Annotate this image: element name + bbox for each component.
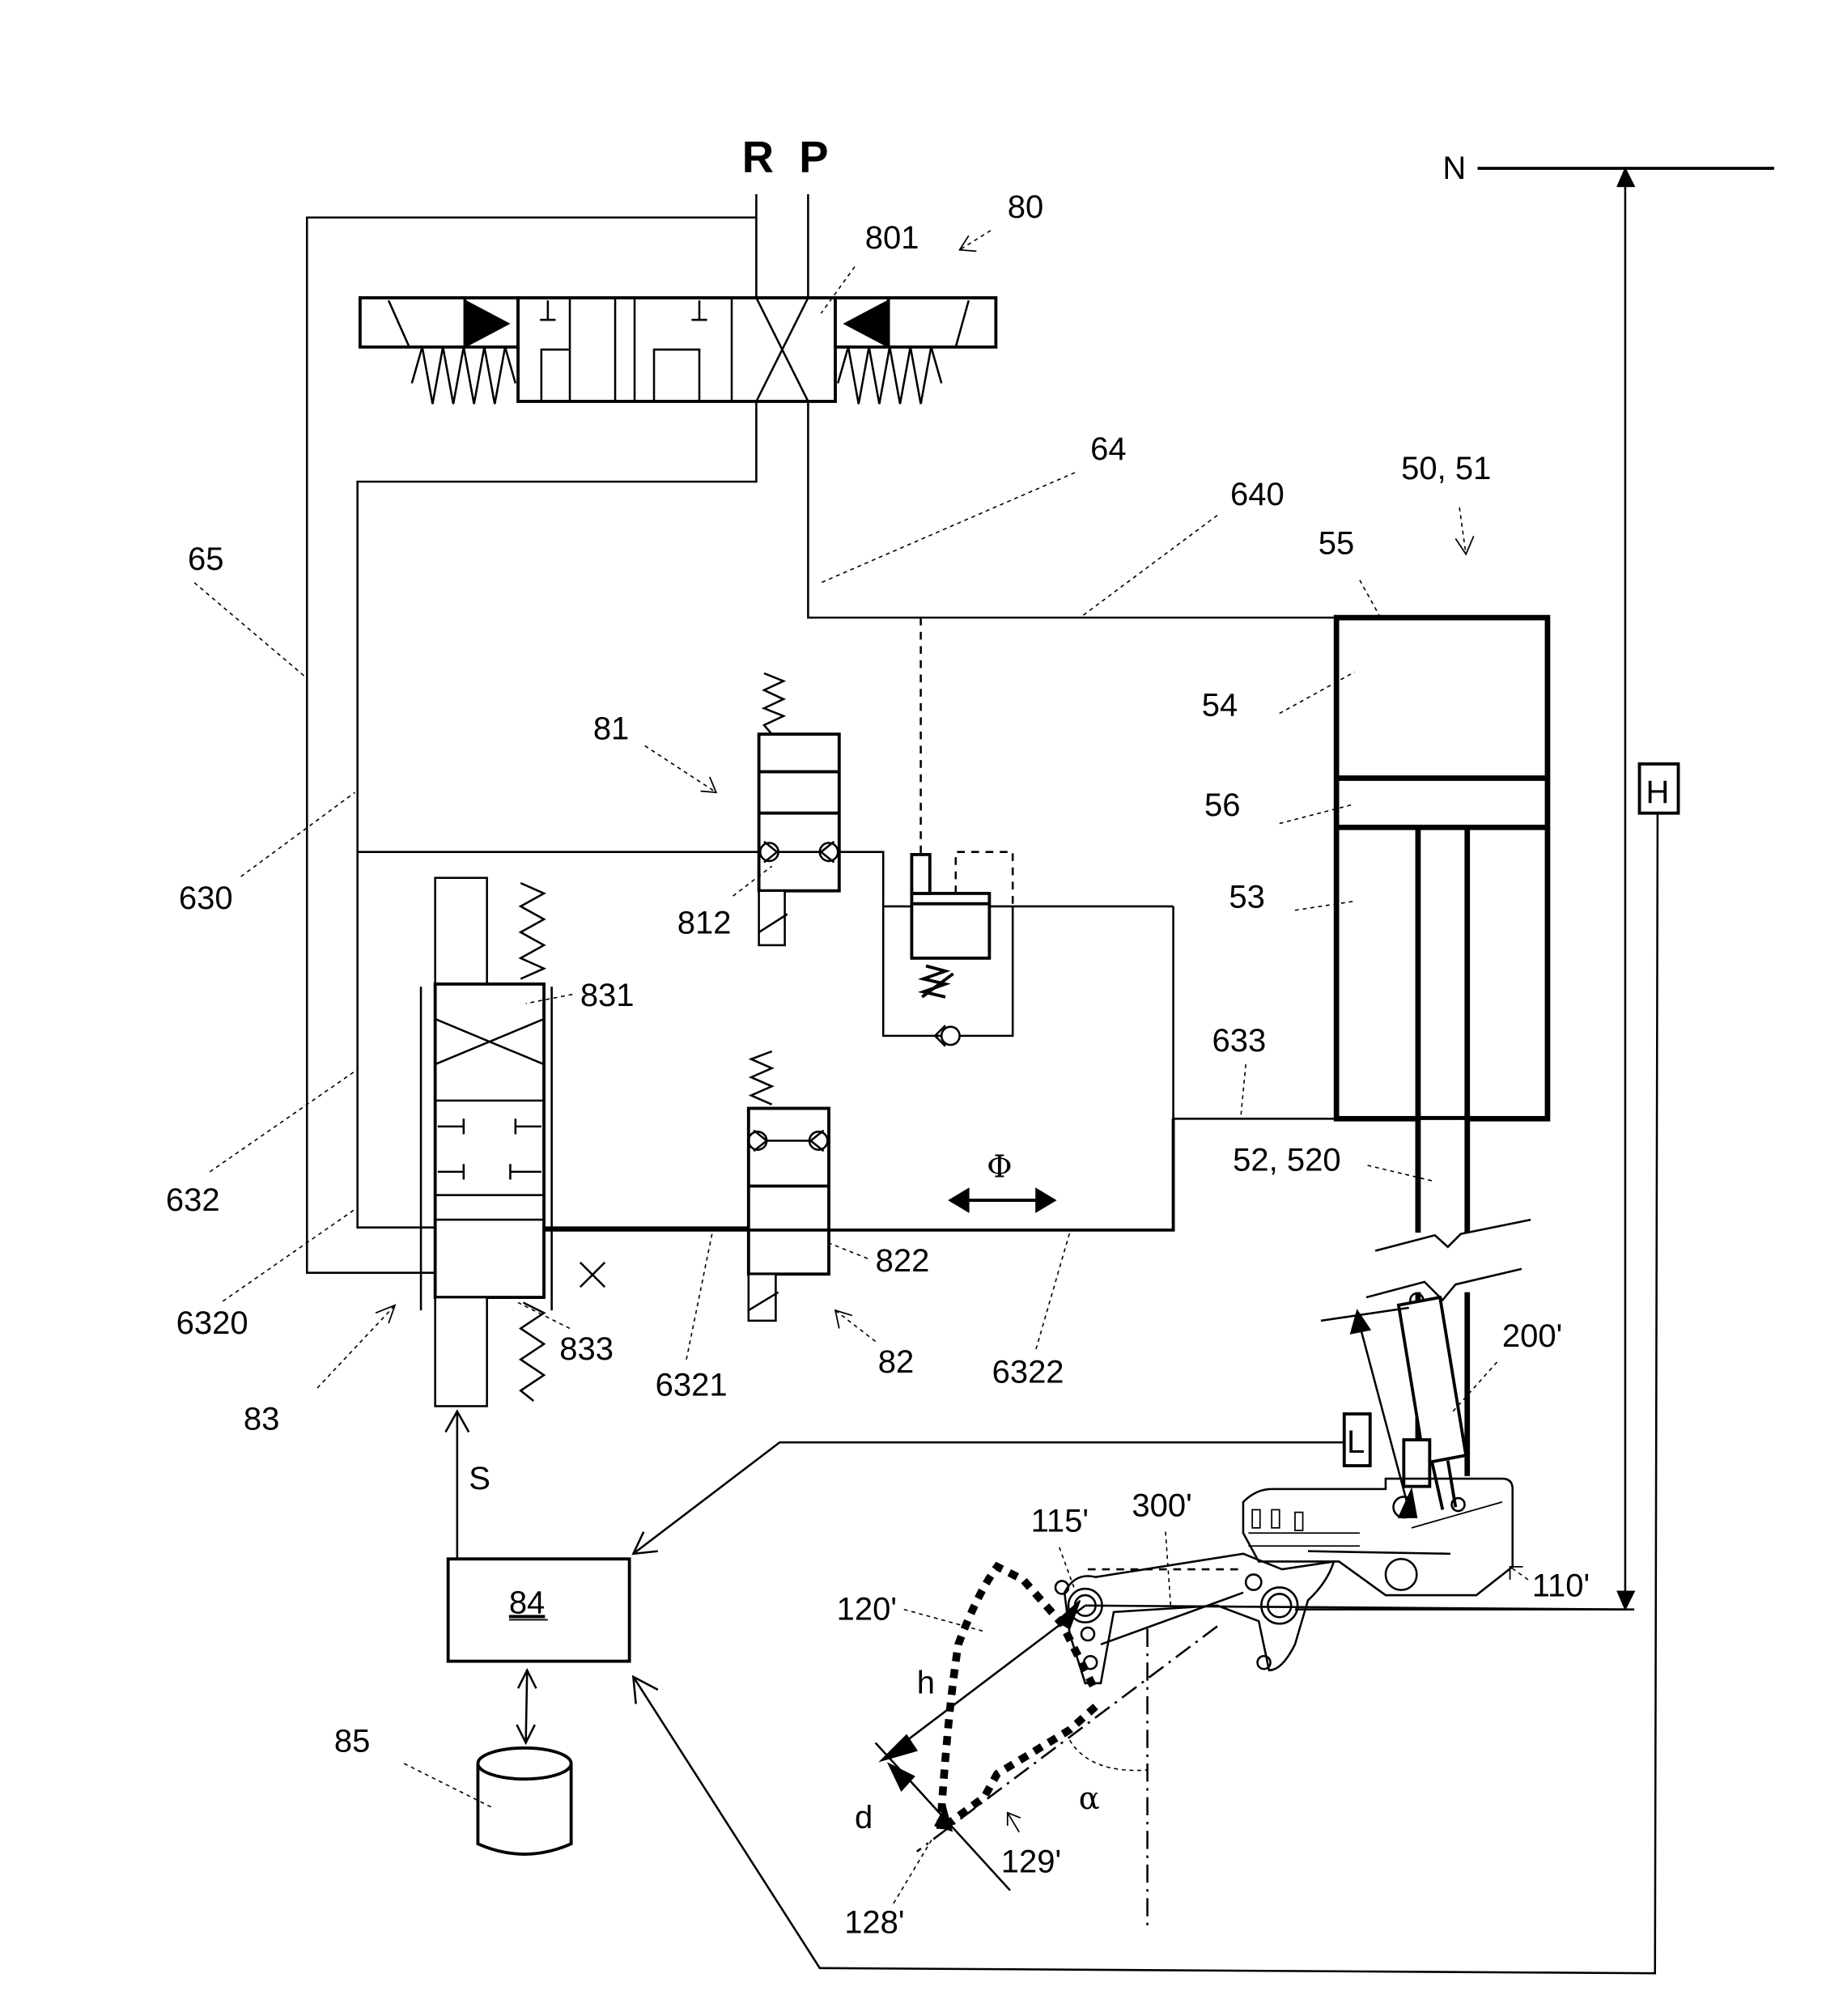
height-signal-line	[632, 813, 1659, 1975]
valve-80	[358, 296, 998, 405]
controller-84-box	[446, 1557, 631, 1663]
arrow-83-icon	[316, 1304, 397, 1389]
data-link-line	[524, 1670, 529, 1743]
storage-85-icon	[476, 1746, 573, 1856]
label-128: 128'	[844, 1905, 904, 1941]
spring-icon	[748, 1050, 775, 1106]
label-812: 812	[677, 906, 732, 941]
arrow-up-icon	[1616, 167, 1636, 188]
arm-path-129	[937, 1704, 1098, 1833]
port-p-label: P	[799, 133, 828, 182]
label-d: d	[855, 1800, 873, 1836]
arm-path-120	[936, 1561, 1097, 1830]
label-64: 64	[1090, 431, 1126, 467]
label-6322: 6322	[992, 1355, 1064, 1390]
line-633	[1172, 906, 1337, 1120]
label-200: 200'	[1502, 1318, 1562, 1354]
double-arrow-icon	[948, 1187, 1057, 1213]
flow-symbol: Φ	[987, 1148, 1012, 1185]
angle-alpha-label: α	[1079, 1780, 1100, 1817]
arrow-82-icon	[834, 1309, 877, 1343]
label-6321: 6321	[656, 1368, 728, 1403]
height-sensor-box	[1637, 762, 1680, 815]
label-54: 54	[1202, 688, 1238, 724]
label-833: 833	[559, 1331, 614, 1367]
label-831: 831	[580, 978, 635, 1013]
arrow-81-icon	[644, 745, 718, 794]
arrow-icon	[516, 1724, 536, 1746]
length-sensor-label: L	[1347, 1424, 1365, 1460]
valve-82	[746, 1050, 830, 1322]
arrow-110-icon	[1509, 1565, 1529, 1581]
label-115: 115'	[1031, 1504, 1089, 1539]
line-6322	[544, 1118, 1175, 1232]
label-300: 300'	[1132, 1488, 1191, 1523]
arrow-icon	[631, 1674, 659, 1704]
label-6320: 6320	[176, 1305, 248, 1341]
label-h: h	[917, 1666, 935, 1701]
blocked-port-icon	[579, 1261, 606, 1288]
arrow-icon	[444, 1409, 470, 1433]
arrow-d-end-icon	[934, 1804, 953, 1832]
arrow-h-start-icon	[1055, 1599, 1081, 1630]
spring-icon	[518, 1301, 546, 1403]
line-65	[305, 216, 757, 1274]
check-valve-icon	[940, 1025, 961, 1046]
label-81: 81	[593, 711, 629, 747]
arrow-50-51-icon	[1454, 507, 1475, 556]
cylinder-50-51	[1333, 614, 1551, 1476]
hitch-110	[1054, 1477, 1625, 1685]
line-630	[356, 401, 758, 1229]
angle-arc	[1068, 1739, 1148, 1772]
label-630: 630	[179, 881, 233, 916]
label-65: 65	[188, 541, 223, 577]
label-55: 55	[1319, 526, 1354, 562]
level-n-label: N	[1442, 151, 1466, 186]
label-801: 801	[865, 220, 919, 256]
length-signal-line	[632, 1441, 1344, 1555]
arrow-80-icon	[958, 230, 992, 253]
arrow-down-icon	[1616, 1590, 1636, 1611]
label-52-520: 52, 520	[1233, 1142, 1340, 1178]
arrow-icon	[516, 1667, 537, 1689]
arrow-d-icon	[886, 1762, 915, 1793]
label-83: 83	[244, 1401, 279, 1437]
port-lines	[755, 193, 809, 298]
signal-s-label: S	[469, 1461, 490, 1496]
label-633: 633	[1212, 1023, 1267, 1059]
label-632: 632	[166, 1182, 220, 1218]
arrow-h-icon	[878, 1734, 919, 1763]
spring-icon	[410, 346, 517, 405]
arrow-icon	[631, 1531, 658, 1556]
relief-valve	[839, 851, 1174, 1047]
line-64	[807, 401, 1337, 619]
spring-icon	[761, 672, 787, 735]
valve-83	[419, 876, 553, 1407]
port-r-label: R	[742, 133, 774, 182]
spring-icon	[518, 881, 547, 980]
reference-axis-oblique	[916, 1625, 1218, 1853]
arrow-129-icon	[1006, 1811, 1021, 1833]
spring-icon	[836, 346, 943, 405]
label-640: 640	[1230, 477, 1285, 512]
length-sensor-box	[1342, 1412, 1372, 1467]
label-129: 129'	[1001, 1844, 1061, 1879]
label-56: 56	[1204, 787, 1240, 823]
label-110: 110'	[1532, 1568, 1590, 1604]
controller-84-label: 84	[509, 1585, 545, 1620]
height-sensor-label: H	[1646, 775, 1670, 810]
vector-h	[893, 1604, 1086, 1752]
label-53: 53	[1229, 880, 1264, 915]
label-82: 82	[878, 1344, 914, 1380]
label-822: 822	[876, 1243, 930, 1279]
label-120: 120'	[837, 1591, 897, 1627]
label-80: 80	[1008, 189, 1043, 225]
bolts	[1251, 1509, 1304, 1531]
label-85: 85	[334, 1724, 370, 1759]
label-50-51: 50, 51	[1401, 451, 1491, 486]
valve-81	[757, 672, 841, 947]
